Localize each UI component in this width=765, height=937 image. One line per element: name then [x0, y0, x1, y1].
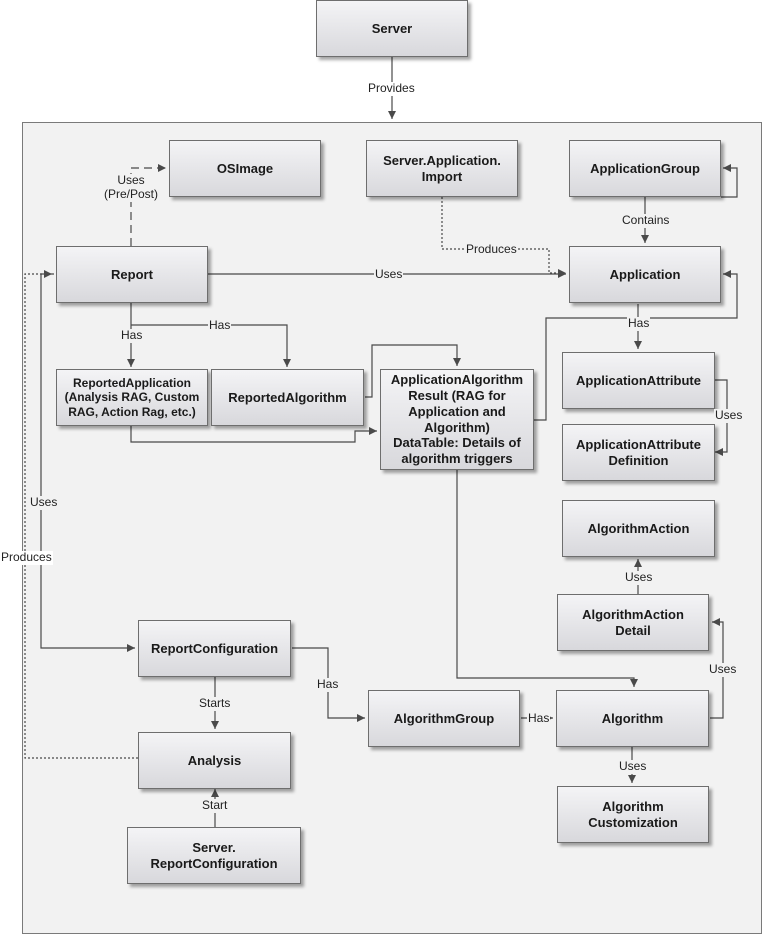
label-detail-uses-action: Uses	[624, 570, 654, 585]
node-application-algorithm-result: ApplicationAlgorithm Result (RAG for App…	[380, 369, 534, 470]
edge-result-to-algorithm	[456, 470, 638, 687]
label-algorithm-uses-detail: Uses	[708, 662, 738, 677]
label-produces-import: Produces	[465, 242, 518, 257]
node-algorithm-customization: Algorithm Customization	[557, 786, 709, 843]
label-start: Start	[201, 798, 229, 813]
node-application-attribute-definition: ApplicationAttribute Definition	[562, 424, 715, 481]
label-report-uses-application: Uses	[374, 267, 404, 282]
edge-report-has-reported-algorithm	[131, 324, 291, 367]
node-server: Server	[316, 0, 468, 57]
node-application-attribute: ApplicationAttribute	[562, 352, 715, 409]
label-analysis-produces: Produces	[0, 550, 53, 565]
edge-reportedapp-to-result	[130, 426, 377, 443]
label-application-has: Has	[627, 316, 651, 331]
label-attribute-uses: Uses	[714, 408, 744, 423]
node-report-configuration: ReportConfiguration	[138, 620, 291, 677]
node-application-group: ApplicationGroup	[569, 140, 721, 197]
label-provides: Provides	[367, 81, 416, 96]
label-has-reported-algorithm: Has	[208, 318, 232, 333]
label-starts: Starts	[198, 696, 232, 711]
node-report: Report	[56, 246, 208, 303]
node-algorithm-action-detail: AlgorithmAction Detail	[557, 594, 709, 651]
edge-report-uses-osimage	[130, 164, 166, 246]
edge-analysis-produces-report	[24, 270, 138, 759]
label-has-reported-application: Has	[120, 328, 144, 343]
label-uses-pre-post: Uses (Pre/Post)	[103, 173, 160, 202]
node-algorithm-group: AlgorithmGroup	[368, 690, 520, 747]
edge-import-produces-application	[441, 197, 566, 277]
label-contains: Contains	[621, 213, 671, 228]
node-reported-application: ReportedApplication (Analysis RAG, Custo…	[56, 369, 208, 426]
edge-reportedalg-to-result	[365, 344, 461, 398]
node-osimage: OSImage	[169, 140, 321, 197]
label-report-uses-configuration: Uses	[29, 495, 59, 510]
node-analysis: Analysis	[138, 732, 291, 789]
label-group-has: Has	[527, 711, 551, 726]
label-configuration-has: Has	[316, 677, 340, 692]
node-server-report-configuration: Server. ReportConfiguration	[127, 827, 301, 884]
node-algorithm: Algorithm	[556, 690, 709, 747]
node-reported-algorithm: ReportedAlgorithm	[211, 369, 364, 426]
node-application: Application	[569, 246, 721, 303]
edge-appgroup-self-loop	[721, 164, 738, 198]
label-algorithm-uses-customization: Uses	[618, 759, 648, 774]
node-algorithm-action: AlgorithmAction	[562, 500, 715, 557]
node-server-application-import: Server.Application. Import	[366, 140, 518, 197]
